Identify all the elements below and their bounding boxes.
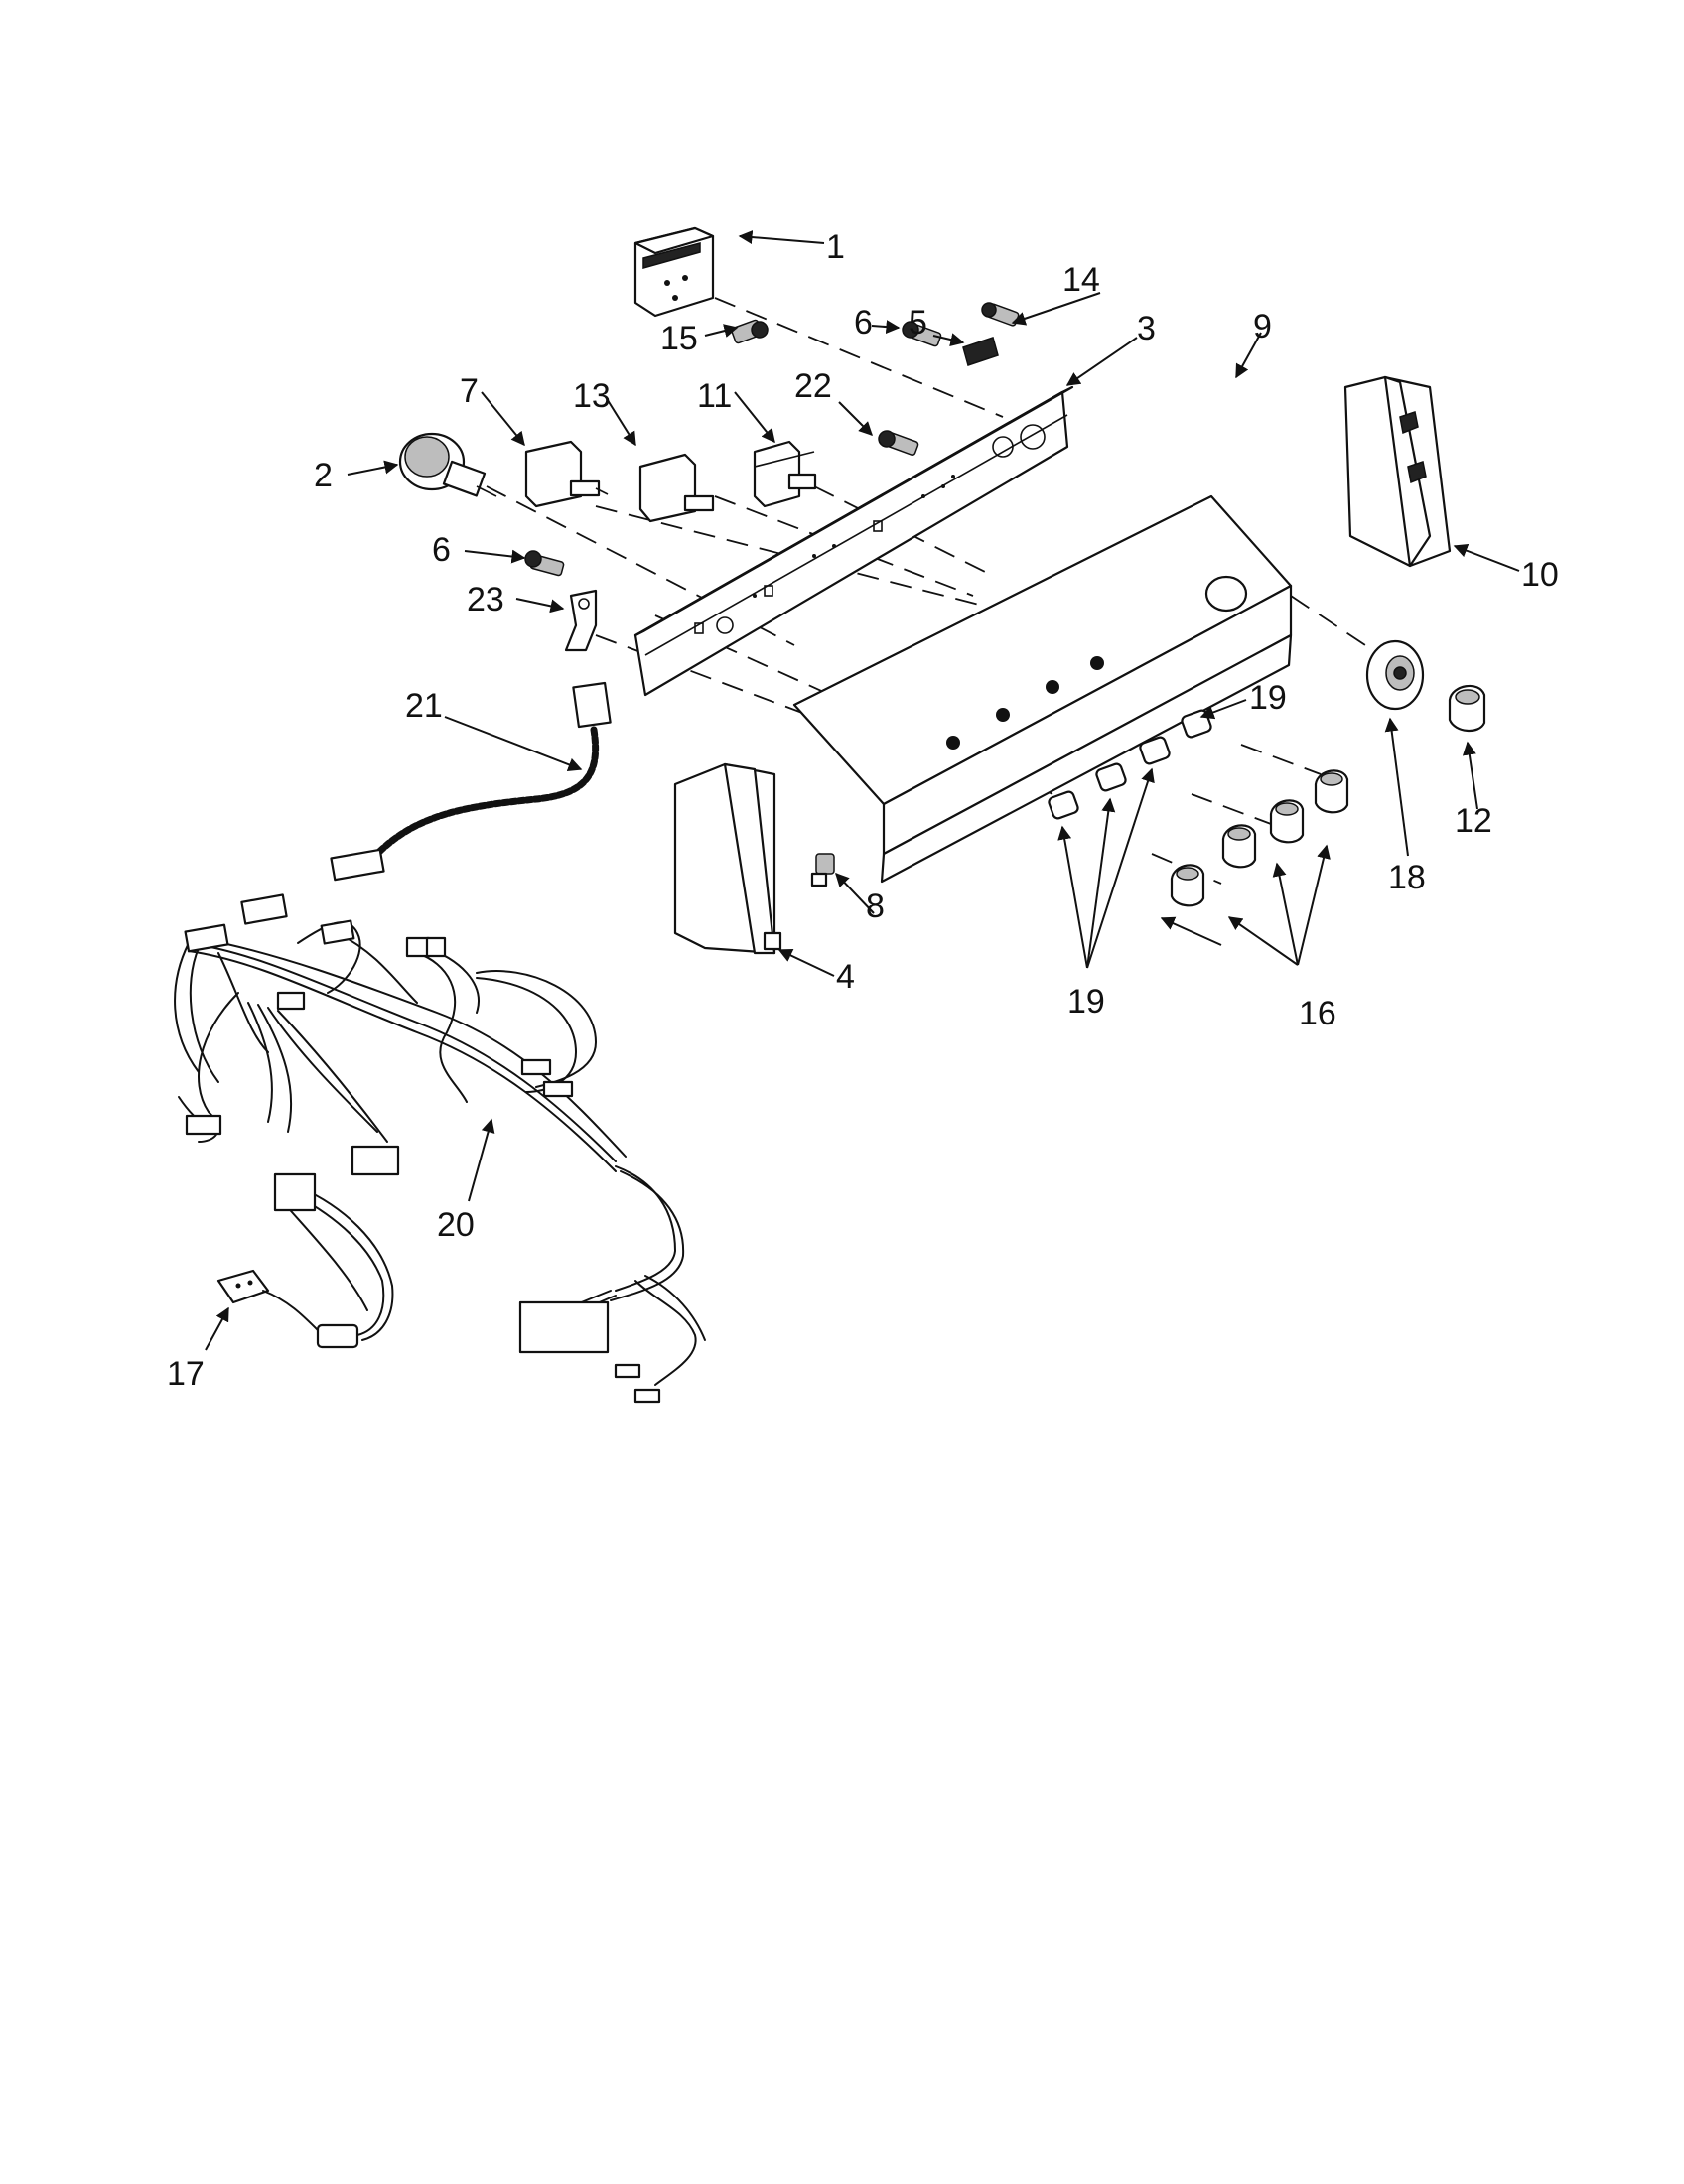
knob-16-2	[1221, 824, 1257, 869]
callout-2: 2	[314, 457, 333, 494]
knob-16-1	[1170, 864, 1205, 907]
part-13-switch	[638, 453, 715, 523]
part-3-console-bracket	[633, 385, 1074, 697]
callout-6-top: 6	[854, 304, 873, 341]
callout-18: 18	[1388, 859, 1426, 896]
leader-lines	[205, 230, 1520, 1351]
callout-10: 10	[1521, 556, 1559, 594]
insert-19-3	[1139, 736, 1171, 765]
part-18-knob-skirt	[1365, 639, 1425, 711]
callout-20: 20	[437, 1206, 475, 1244]
callout-21: 21	[405, 687, 443, 725]
part-20-wire-harness	[174, 893, 706, 1404]
knob-16-3	[1269, 799, 1305, 844]
part-4-left-endcap	[673, 762, 782, 955]
part-1-timer-module	[633, 226, 715, 318]
knob-16-4	[1314, 769, 1349, 814]
part-10-right-endcap	[1343, 375, 1452, 568]
callout-15: 15	[660, 320, 698, 357]
callout-8: 8	[866, 887, 885, 925]
callout-3: 3	[1137, 310, 1156, 347]
part-12-knob	[1448, 684, 1486, 732]
callout-11: 11	[697, 377, 732, 415]
callout-19-top: 19	[1249, 679, 1287, 717]
part-7-switch	[524, 440, 609, 508]
callout-22: 22	[794, 367, 832, 405]
callout-labels: 1 2 3 4 5 6 6 7 8 9 10 11 12 13 14 15 16…	[167, 228, 1559, 1393]
part-5-clip	[962, 337, 999, 366]
callout-14: 14	[1062, 261, 1100, 299]
part-15-screw	[731, 319, 769, 344]
callout-16: 16	[1299, 995, 1336, 1032]
insert-19-2	[1095, 762, 1127, 792]
part-9-console	[792, 494, 1293, 884]
callout-19-bottom: 19	[1067, 983, 1105, 1021]
callout-7: 7	[460, 372, 479, 410]
part-21-harness	[330, 681, 612, 882]
callout-5: 5	[909, 304, 927, 341]
callout-23: 23	[467, 581, 504, 618]
callout-6-lower: 6	[432, 531, 451, 569]
callout-4: 4	[836, 958, 855, 996]
part-2-selector-switch	[398, 432, 497, 497]
callout-12: 12	[1455, 802, 1492, 840]
part-11-switch	[753, 440, 817, 508]
part-23-bracket	[564, 589, 598, 652]
part-16-knobs	[1170, 769, 1349, 907]
callout-1: 1	[826, 228, 845, 266]
part-22-screw	[878, 430, 919, 456]
callout-9: 9	[1253, 308, 1272, 345]
part-17-board	[216, 1269, 319, 1331]
part-6-screw-lower	[524, 550, 565, 577]
part-6-screw-top	[902, 321, 942, 347]
callout-13: 13	[573, 377, 611, 415]
insert-19-1	[1048, 790, 1079, 820]
part-8-clip	[810, 853, 835, 887]
callout-17: 17	[167, 1355, 205, 1393]
